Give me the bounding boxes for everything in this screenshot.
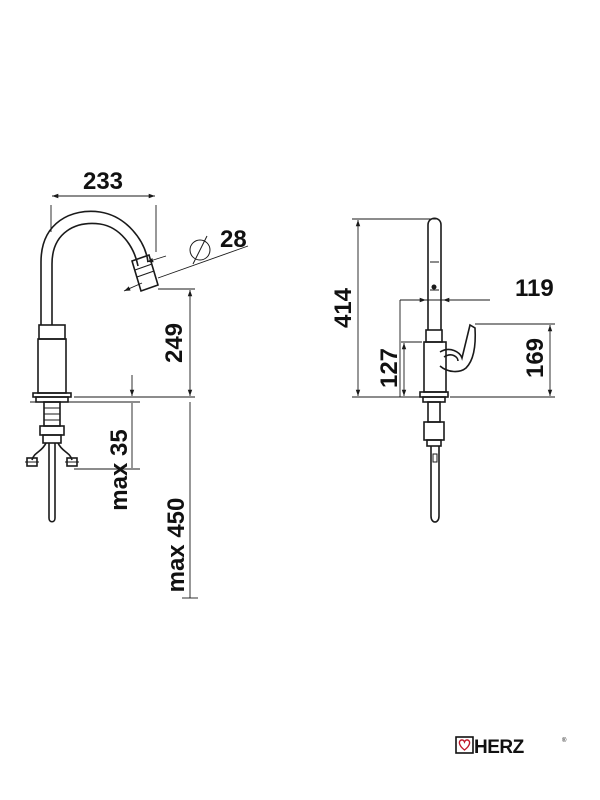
herz-logo: HERZ ®	[455, 736, 567, 758]
dim-total-height: 414	[330, 287, 357, 328]
dim-base-to-lever: 127	[376, 348, 403, 388]
side-body	[423, 341, 447, 393]
side-view: 414 119 127 169	[330, 217, 555, 523]
dim-lever-height: 169	[522, 338, 549, 378]
lever-handle	[439, 323, 477, 373]
logo-wordmark: HERZ	[474, 737, 525, 758]
spout-inner	[51, 222, 139, 325]
diameter-icon	[189, 239, 211, 261]
dim-spout-height: 249	[161, 323, 188, 363]
spout-outer	[40, 210, 149, 325]
dim-spout-reach: 233	[83, 168, 123, 195]
registered-mark: ®	[562, 737, 567, 744]
spray-head	[131, 253, 159, 293]
front-view: 233 28 249 max 35 max 450	[25, 168, 249, 599]
heart-icon	[458, 739, 471, 751]
dim-hose-length: max 450	[163, 498, 190, 593]
dim-counter-thickness: max 35	[106, 429, 133, 510]
faucet-body	[37, 338, 67, 394]
dim-spray-diameter: 28	[220, 226, 247, 253]
dim-lever-reach: 119	[515, 275, 554, 302]
